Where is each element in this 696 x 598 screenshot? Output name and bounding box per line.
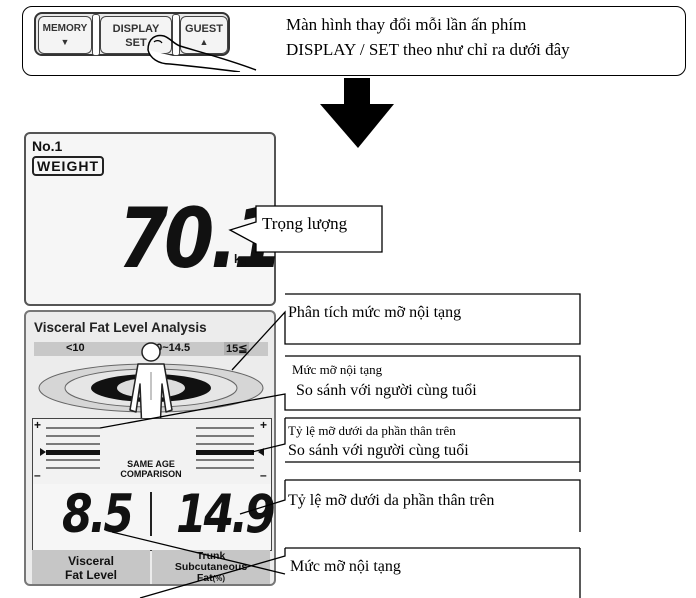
up-arrow-icon: ▲ [199, 37, 209, 47]
memory-button-label: MEMORY [42, 23, 88, 34]
down-arrow-icon: ▼ [60, 37, 70, 47]
finger-icon [147, 34, 257, 72]
plus-right: + [260, 418, 268, 432]
set-button-label: SET [125, 37, 147, 49]
analysis-callout: Phân tích mức mỡ nội tạng [288, 304, 462, 321]
trunk-fat-value: 14.9 [176, 484, 276, 546]
visceral-label-bg [32, 550, 150, 584]
same-age-line2: COMPARISON [120, 469, 182, 479]
visceral-label-line2: Fat Level [64, 568, 118, 582]
visceral-compare-callout-sub: So sánh với người cùng tuổi [296, 382, 477, 399]
guest-button-label: GUEST [185, 23, 223, 35]
visceral-label-line1: Visceral [68, 554, 114, 568]
visceral-value-callout: Mức mỡ nội tạng [290, 558, 401, 575]
display-button-label: DISPLAY [112, 23, 160, 35]
trunk-label-line2: Subcutaneous [174, 561, 248, 573]
instruction-line-1: Màn hình thay đổi mỗi lần ấn phím [286, 15, 527, 34]
instruction-line-2: DISPLAY / SET theo như chỉ ra dưới đây [286, 40, 570, 59]
scale-low: <10 [66, 342, 85, 354]
memory-button[interactable]: MEMORY ▼ [38, 16, 92, 54]
plus-left: + [34, 418, 42, 432]
divider-right [172, 14, 180, 56]
weight-unit: kg [234, 252, 249, 266]
weight-callout: Trọng lượng [262, 214, 348, 233]
minus-left: – [34, 468, 41, 482]
down-arrow-icon-large [320, 78, 394, 148]
trunk-label-unit: (%) [212, 574, 226, 583]
weight-callout-frame [228, 205, 383, 253]
minus-right: – [260, 468, 267, 482]
value-divider [150, 492, 152, 536]
divider-left [92, 14, 100, 56]
trunk-compare-callout-sub: So sánh với người cùng tuổi [288, 442, 469, 459]
guest-button[interactable]: GUEST ▲ [180, 16, 228, 54]
analysis-title: Visceral Fat Level Analysis [34, 320, 207, 335]
visceral-compare-callout-title: Mức mỡ nội tạng [292, 362, 383, 377]
comparison-bars [40, 427, 264, 469]
same-age-line1: SAME AGE [127, 459, 175, 469]
trunk-value-callout: Tỷ lệ mỡ dưới da phần thân trên [288, 492, 495, 509]
scale-high: 15≦ [224, 342, 250, 355]
trunk-compare-callout-title: Tỷ lệ mỡ dưới da phần thân trên [288, 423, 456, 438]
analysis-screen: Visceral Fat Level Analysis <10 10~14.5 … [24, 310, 276, 586]
user-number: No.1 [32, 138, 63, 154]
weight-mode-label: WEIGHT [32, 156, 104, 176]
instruction-box [22, 6, 686, 76]
